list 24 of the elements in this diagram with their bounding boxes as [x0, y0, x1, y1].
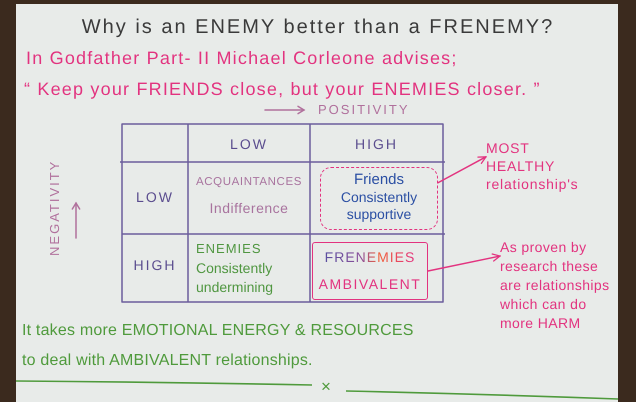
row-heading: LOW — [135, 189, 175, 206]
axis-label: POSITIVITY — [318, 102, 410, 118]
quadrant-title: ENEMIES — [196, 241, 262, 257]
arrow — [437, 156, 487, 184]
quote-text: “ Keep your FRIENDS close, but your ENEMIES closer. ” — [24, 79, 541, 101]
quadrant-description: Consistently undermining — [196, 259, 274, 297]
title: Why is an ENEMY better than a FRENEMY? — [80, 15, 556, 39]
cross-mark: × — [321, 377, 331, 398]
column-heading: LOW — [229, 136, 269, 153]
note-text: It takes more EMOTIONAL ENERGY & RESOURCES to deal with AMBIVALENT relationships. — [22, 321, 415, 371]
intro-text: In Godfather Part- II Michael Corleone advises; — [26, 48, 458, 70]
quadrant-description: Consistently supportive — [340, 189, 418, 223]
highlight-box — [312, 242, 428, 300]
column-heading: HIGH — [354, 136, 399, 153]
highlight-box — [320, 167, 438, 230]
quadrant-title: Friends — [352, 171, 406, 189]
quadrant-title: ACQUAINTANCES — [195, 176, 303, 190]
quadrant-description: AMBIVALENT — [318, 276, 422, 293]
quadrant-description: Indifference — [208, 200, 290, 217]
annotation-text: MOST HEALTHY relationship's — [486, 139, 582, 193]
row-heading: HIGH — [132, 257, 178, 274]
axis-label: NEGATIVITY — [47, 158, 63, 258]
arrow — [427, 253, 501, 272]
annotation-text: As proven by research these are relationships which can do more HARM — [500, 238, 616, 333]
